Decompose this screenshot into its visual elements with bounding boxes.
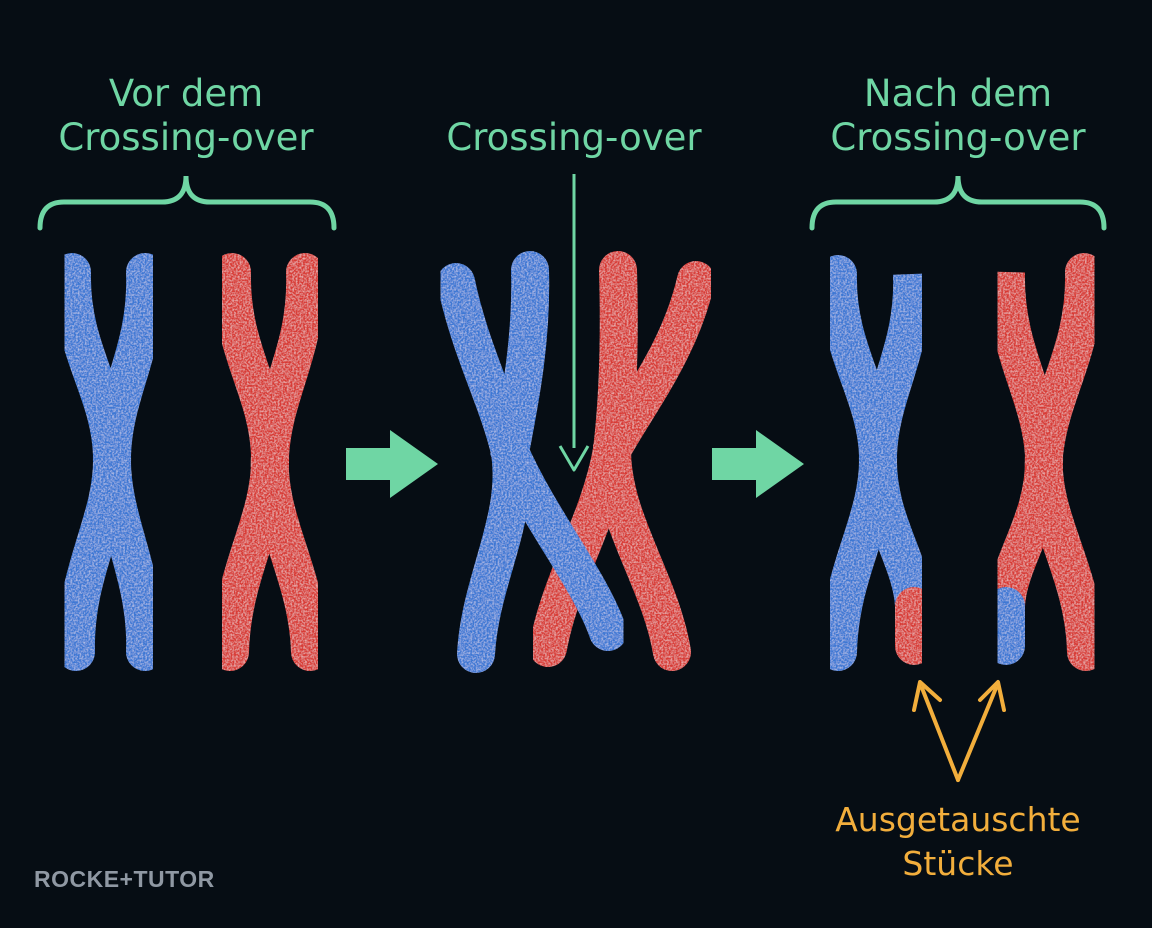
title-after: Nach dem Crossing-over — [830, 72, 1086, 159]
chromosome-red-recombined — [986, 253, 1105, 671]
chromosome-red — [211, 253, 329, 671]
chromosome-blue-crossing — [437, 251, 627, 673]
exchanged-pieces-arrows — [912, 680, 1006, 782]
chromosome-blue-recombined — [818, 255, 933, 671]
bracket-after — [809, 175, 1107, 231]
title-before: Vor dem Crossing-over — [58, 72, 314, 159]
brand-logo: ROCKE+TUTOR — [34, 866, 215, 892]
chromosome-blue — [52, 253, 165, 671]
arrow-right-icon — [712, 430, 804, 498]
title-during: Crossing-over — [446, 116, 702, 159]
exchanged-pieces-label: Ausgetauschte Stücke — [835, 800, 1081, 883]
arrow-right-icon — [346, 430, 438, 498]
bracket-before — [37, 175, 337, 231]
chromosome-red-crossing — [529, 251, 715, 671]
pointer-arrowhead-icon — [558, 445, 590, 472]
